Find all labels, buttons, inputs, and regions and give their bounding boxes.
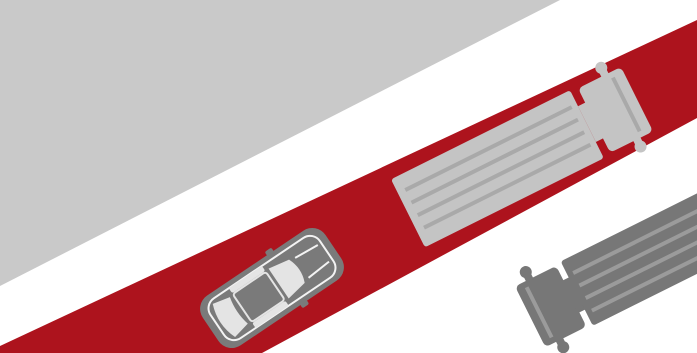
roadway-illustration: [0, 0, 697, 353]
roadway-svg: [0, 0, 697, 353]
